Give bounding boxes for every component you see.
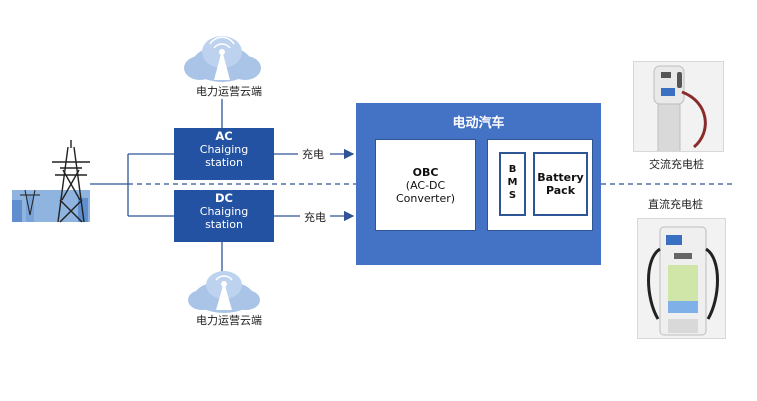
dc-charge-label: 充电 (304, 211, 326, 224)
ac-station-line2: Chaiging (199, 143, 249, 156)
dc-pile-icon (647, 226, 719, 336)
cloud-label-bottom: 电力运营云端 (196, 314, 262, 327)
ac-charging-pile-image (633, 61, 724, 152)
obc-title: OBC (412, 166, 439, 179)
ac-charge-label: 充电 (302, 148, 324, 161)
bms-letter-s: S (508, 190, 517, 201)
ac-pile-icon (653, 65, 707, 151)
transmission-tower-icon (12, 140, 90, 223)
obc-box: OBC (AC-DC Converter) (375, 139, 476, 231)
obc-line2: (AC-DC (405, 179, 446, 192)
dc-charging-pile-image (637, 218, 726, 339)
ev-title: 电动汽车 (452, 116, 505, 131)
dc-pile-label: 直流充电桩 (648, 198, 703, 211)
ac-pile-label: 交流充电桩 (649, 158, 704, 171)
dc-charging-station-box: DC Chaiging station (174, 190, 274, 242)
dc-station-title: DC (215, 191, 233, 205)
bms-box: B M S (499, 152, 526, 216)
battery-line2: Pack (545, 184, 576, 197)
cloud-icon-bottom (188, 271, 260, 313)
bms-letter-b: B (508, 164, 517, 175)
ac-charging-station-box: AC Chaiging station (174, 128, 274, 180)
battery-pack-box: Battery Pack (533, 152, 588, 216)
dc-station-line2: Chaiging (199, 205, 249, 218)
bms-letter-m: M (507, 177, 518, 188)
obc-line3: Converter) (395, 192, 456, 205)
ac-station-title: AC (215, 129, 233, 143)
ac-station-line3: station (205, 156, 243, 169)
dc-station-line3: station (205, 218, 243, 231)
cloud-label-top: 电力运营云端 (196, 85, 262, 98)
battery-line1: Battery (537, 171, 584, 184)
cloud-icon-top (184, 36, 261, 82)
